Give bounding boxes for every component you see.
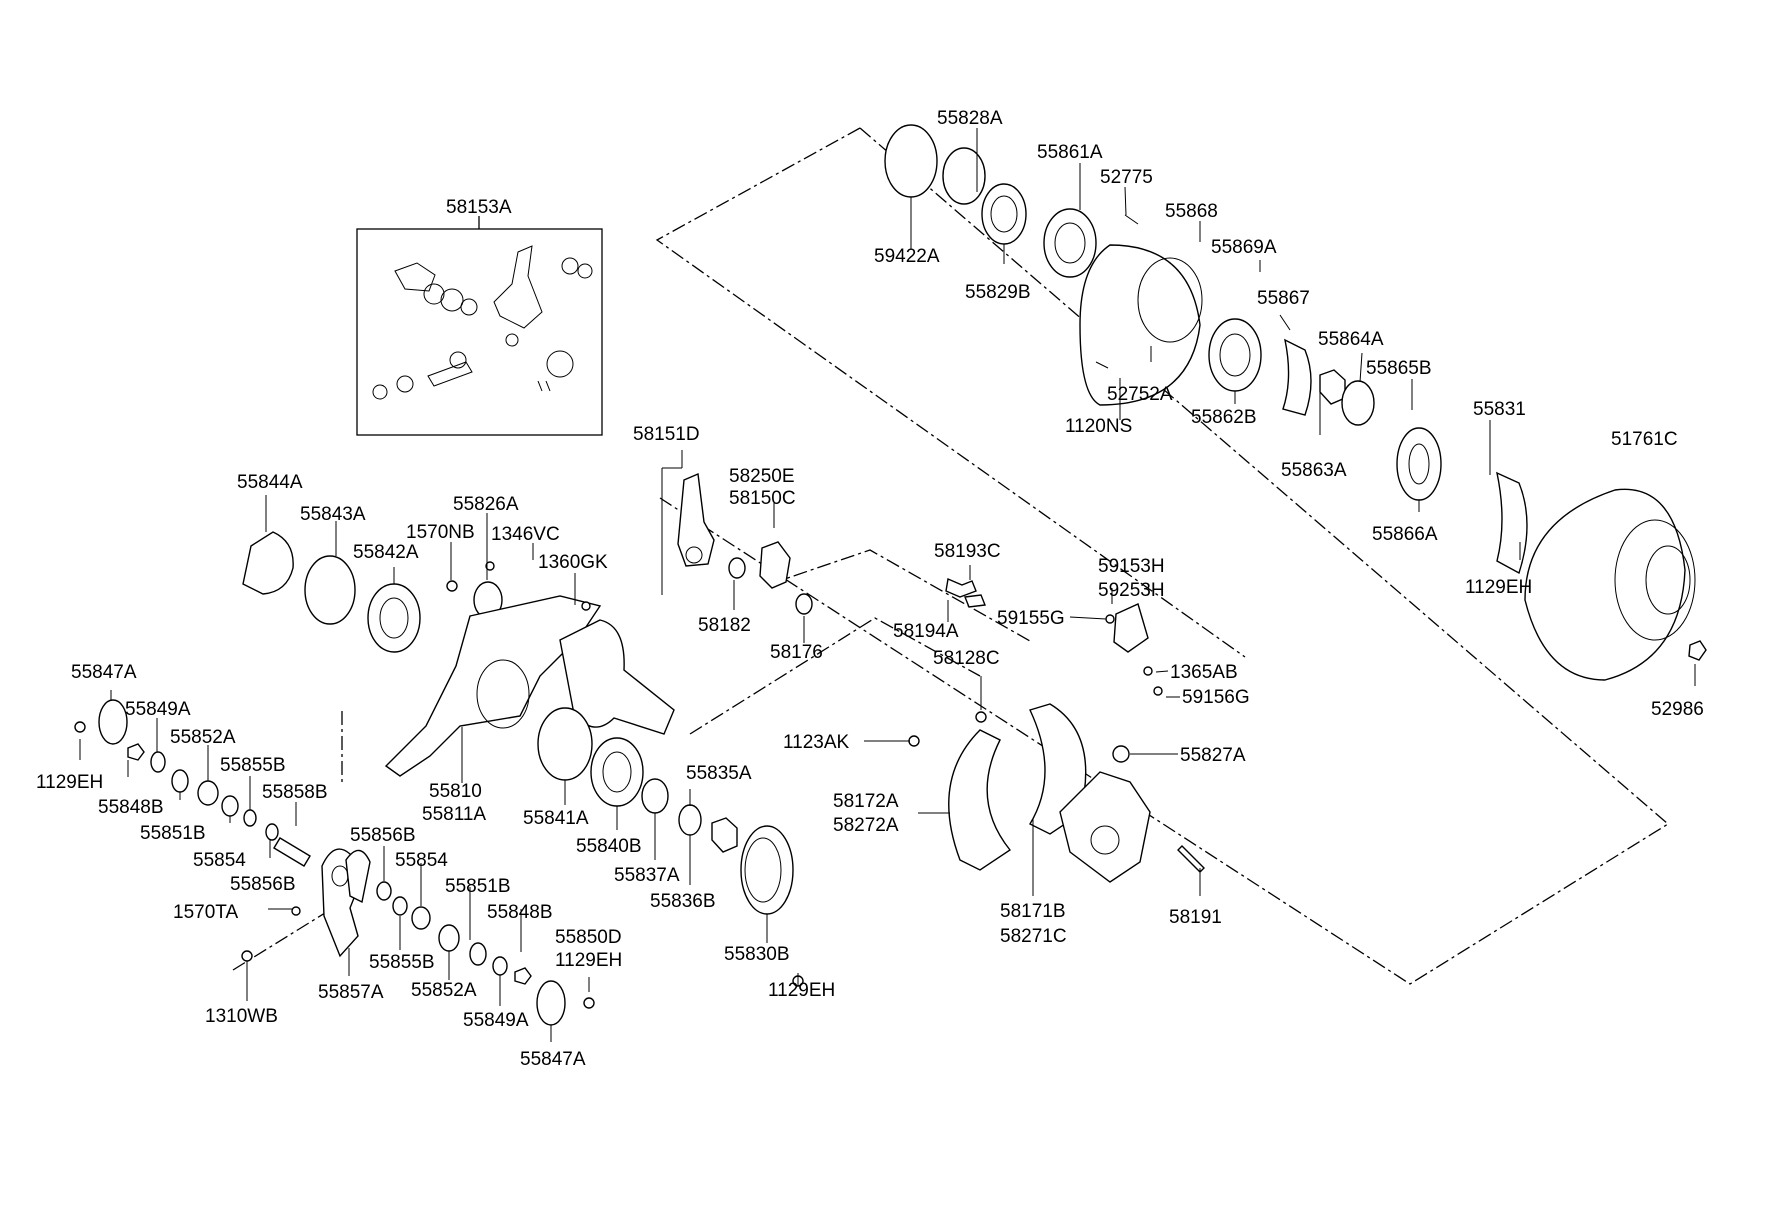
part-label: 1570NB bbox=[406, 522, 475, 543]
part-label: 55856B bbox=[350, 825, 416, 846]
part-label: 55843A bbox=[300, 504, 366, 525]
part-label: 55828A bbox=[937, 108, 1003, 129]
part-label: 55854 bbox=[395, 850, 448, 871]
kingpin-assembly bbox=[74, 699, 595, 1026]
part-label: 51761C bbox=[1611, 429, 1678, 450]
part-label: 58250E bbox=[729, 466, 795, 487]
part-label: 1346VC bbox=[491, 524, 560, 545]
part-label: 55829B bbox=[965, 282, 1031, 303]
part-label: 55852A bbox=[411, 980, 477, 1001]
part-label: 59422A bbox=[874, 246, 940, 267]
part-label: 52775 bbox=[1100, 167, 1153, 188]
part-label: 55849A bbox=[125, 699, 191, 720]
part-label: 58182 bbox=[698, 615, 751, 636]
part-label: 55864A bbox=[1318, 329, 1384, 350]
part-label: 58191 bbox=[1169, 907, 1222, 928]
slack-adjuster-assembly bbox=[677, 472, 813, 615]
part-label: 58128C bbox=[933, 648, 1000, 669]
part-label: 58194A bbox=[893, 621, 959, 642]
leader-lines bbox=[79, 128, 1696, 1042]
part-label: 55848B bbox=[487, 902, 553, 923]
part-label: 1129EH bbox=[36, 772, 103, 793]
part-label: 55841A bbox=[523, 808, 589, 829]
part-label: 1123AK bbox=[783, 732, 850, 753]
part-label: 55827A bbox=[1180, 745, 1246, 766]
part-label: 55858B bbox=[262, 782, 328, 803]
part-label: 1129EH bbox=[768, 980, 835, 1001]
part-label: 55850D bbox=[555, 927, 622, 948]
inset-kit-box bbox=[356, 216, 603, 436]
part-label: 55811A bbox=[422, 804, 486, 825]
part-label: 55851B bbox=[140, 823, 206, 844]
part-label: 59155G bbox=[997, 608, 1065, 629]
part-label: 55869A bbox=[1211, 237, 1277, 258]
part-label: 1310WB bbox=[205, 1006, 278, 1027]
part-label: 55851B bbox=[445, 876, 511, 897]
part-label: 58172A bbox=[833, 791, 899, 812]
part-label: 55862B bbox=[1191, 407, 1257, 428]
part-label: 55830B bbox=[724, 944, 790, 965]
part-label: 55866A bbox=[1372, 524, 1438, 545]
part-label: 55861A bbox=[1037, 142, 1103, 163]
part-label: 55867 bbox=[1257, 288, 1310, 309]
part-label: 58171B bbox=[1000, 901, 1066, 922]
part-label: 55857A bbox=[318, 982, 384, 1003]
part-label: 55855B bbox=[220, 755, 286, 776]
part-label: 55835A bbox=[686, 763, 752, 784]
part-label: 55868 bbox=[1165, 201, 1218, 222]
part-label: 55847A bbox=[71, 662, 137, 683]
part-label: 1570TA bbox=[173, 902, 238, 923]
part-label: 1129EH bbox=[1465, 577, 1532, 598]
part-label: 55849A bbox=[463, 1010, 529, 1031]
part-label: 1365AB bbox=[1170, 662, 1238, 683]
part-label: 55810 bbox=[429, 781, 482, 802]
part-label: 55852A bbox=[170, 727, 236, 748]
part-label: 59153H bbox=[1098, 556, 1165, 577]
part-label: 55865B bbox=[1366, 358, 1432, 379]
part-label: 1129EH bbox=[555, 950, 622, 971]
part-label: 55844A bbox=[237, 472, 303, 493]
part-label: 55863A bbox=[1281, 460, 1347, 481]
part-label: 58150C bbox=[729, 488, 796, 509]
part-label: 55855B bbox=[369, 952, 435, 973]
hub-assembly bbox=[884, 124, 1707, 681]
part-label: 55837A bbox=[614, 865, 680, 886]
steering-knuckle-assembly bbox=[242, 531, 804, 987]
part-label: 55856B bbox=[230, 874, 296, 895]
inset-title: 58153A bbox=[446, 197, 512, 218]
part-label: 55831 bbox=[1473, 399, 1526, 420]
brake-assembly bbox=[908, 578, 1205, 883]
part-label: 59253H bbox=[1098, 580, 1165, 601]
part-label: 58271C bbox=[1000, 926, 1067, 947]
part-label: 55842A bbox=[353, 542, 419, 563]
part-label: 55854 bbox=[193, 850, 246, 871]
part-label: 55836B bbox=[650, 891, 716, 912]
part-label: 55848B bbox=[98, 797, 164, 818]
part-label: 59156G bbox=[1182, 687, 1250, 708]
part-labels: 58153A 55828A 55861A 52775 55868 55869A … bbox=[36, 108, 1704, 1070]
part-label: 58272A bbox=[833, 815, 899, 836]
part-label: 52752A bbox=[1107, 384, 1173, 405]
part-label: 58176 bbox=[770, 642, 823, 663]
part-label: 58193C bbox=[934, 541, 1001, 562]
part-label: 52986 bbox=[1651, 699, 1704, 720]
part-label: 1120NS bbox=[1065, 416, 1132, 437]
part-label: 1360GK bbox=[538, 552, 608, 573]
part-label: 55826A bbox=[453, 494, 519, 515]
part-label: 55847A bbox=[520, 1049, 586, 1070]
part-label: 55840B bbox=[576, 836, 642, 857]
part-label: 58151D bbox=[633, 424, 700, 445]
